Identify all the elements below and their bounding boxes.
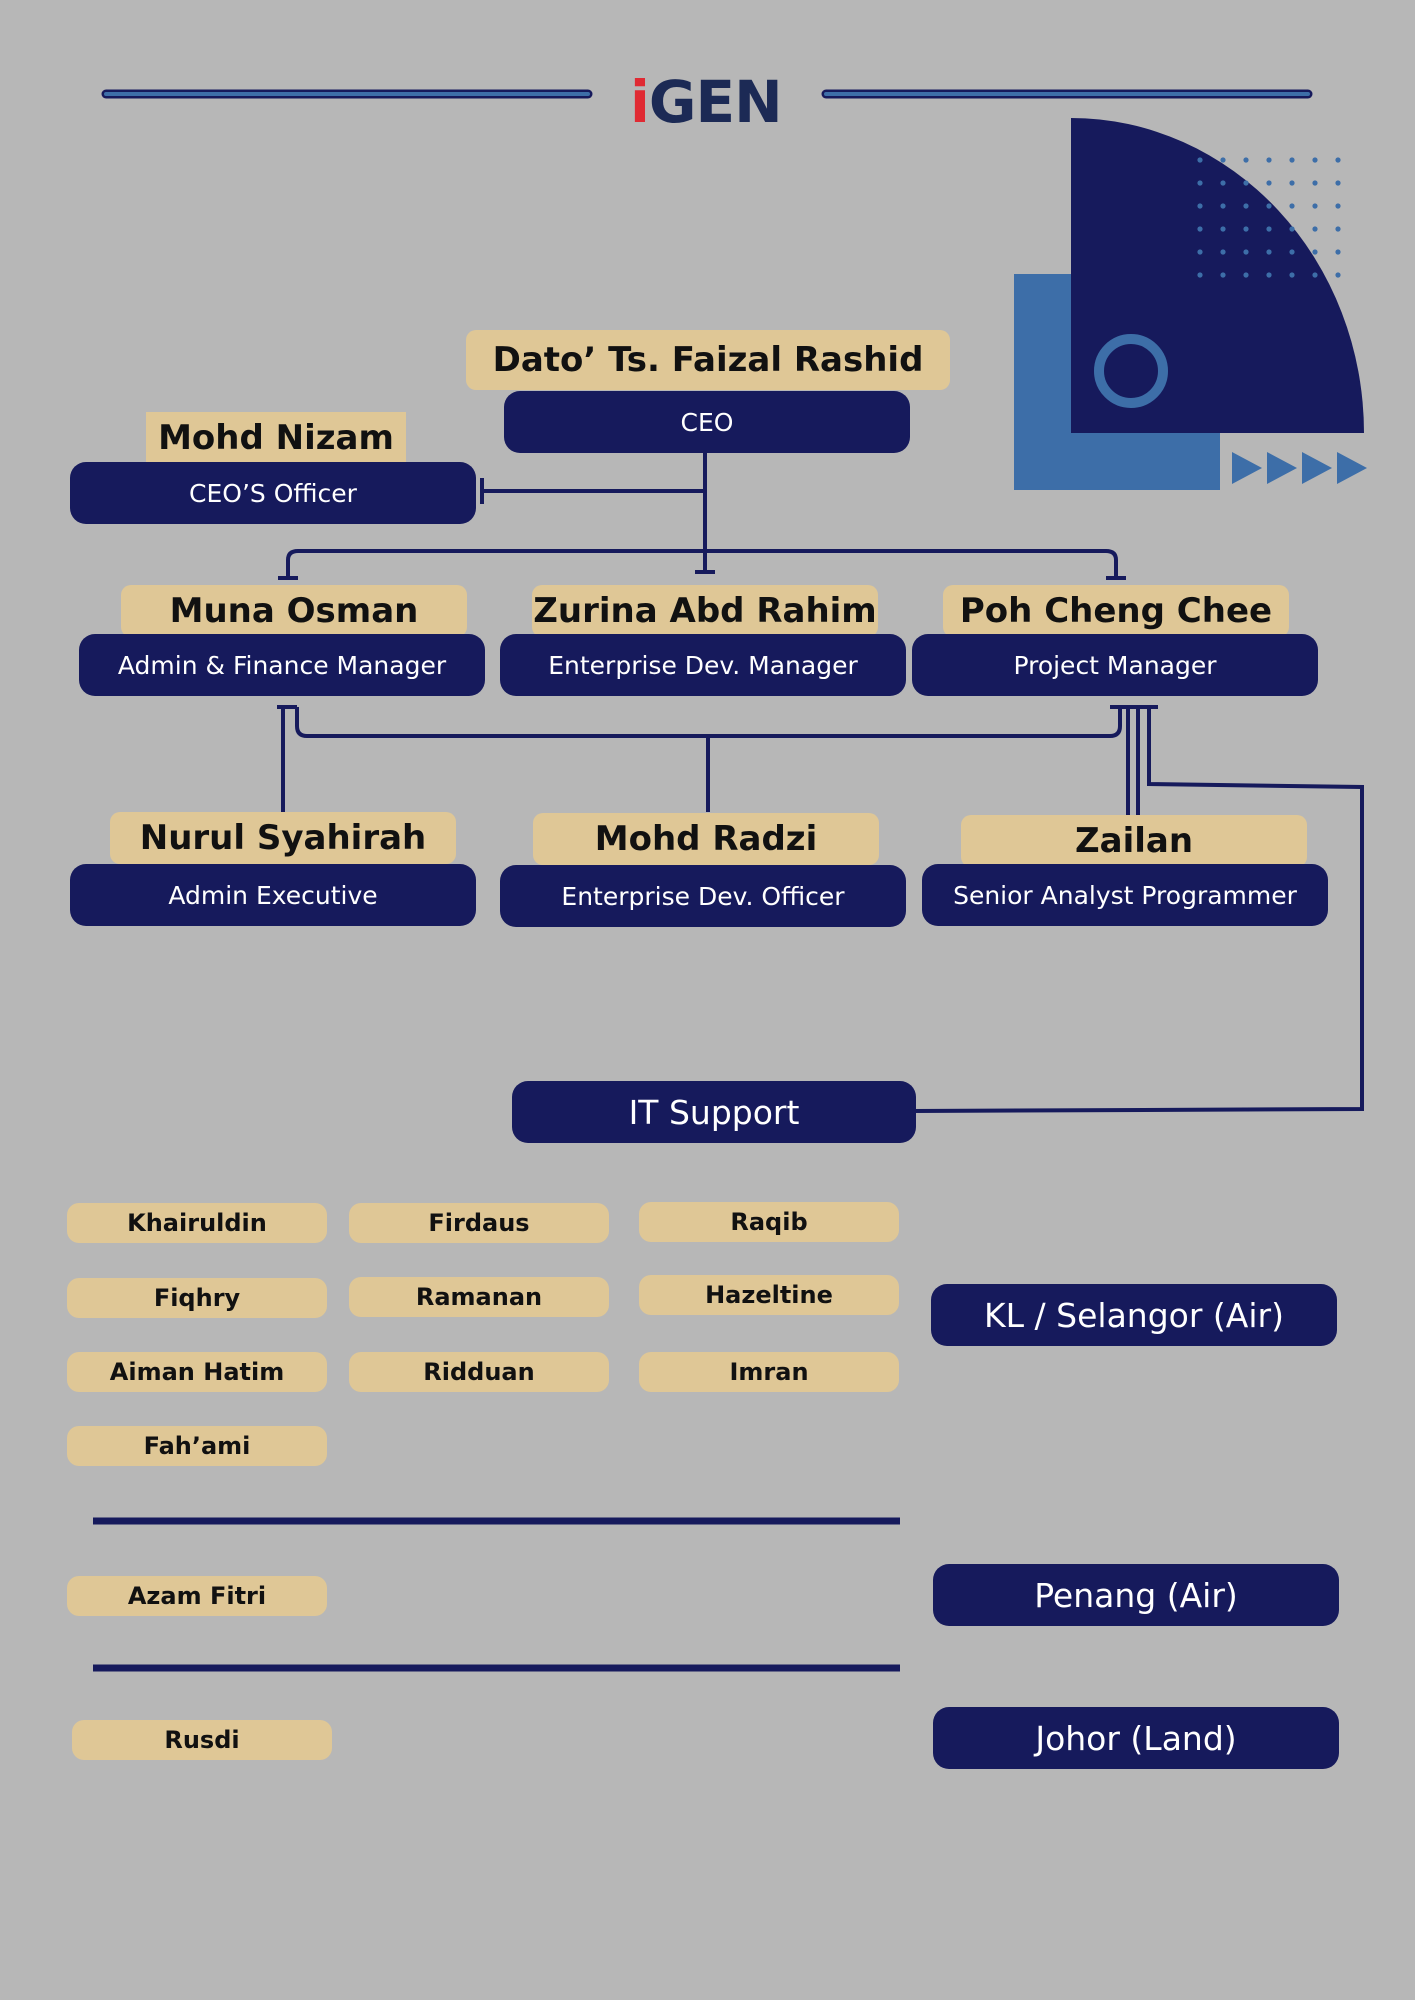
- staff-name: Zailan: [961, 815, 1307, 867]
- decorative-dot: [1312, 203, 1317, 208]
- it-member: Ramanan: [349, 1277, 609, 1317]
- decorative-dot: [1312, 157, 1317, 162]
- ceo-officer-role: CEO’S Officer: [70, 462, 476, 524]
- decorative-dot: [1220, 272, 1225, 277]
- decorative-dot: [1335, 226, 1340, 231]
- decorative-dot: [1289, 226, 1294, 231]
- decorative-dot: [1266, 157, 1271, 162]
- it-member: Rusdi: [72, 1720, 332, 1760]
- company-logo: iGEN: [630, 68, 782, 136]
- decorative-dot: [1243, 272, 1248, 277]
- it-member: Imran: [639, 1352, 899, 1392]
- decorative-dot: [1243, 249, 1248, 254]
- decorative-dot: [1266, 203, 1271, 208]
- it-member: Fah’ami: [67, 1426, 327, 1466]
- staff-name: Nurul Syahirah: [110, 812, 456, 864]
- decorative-dot: [1266, 180, 1271, 185]
- it-member: Ridduan: [349, 1352, 609, 1392]
- decorative-graphic: [1014, 118, 1367, 490]
- staff-role: Senior Analyst Programmer: [922, 864, 1328, 926]
- decorative-dot: [1266, 249, 1271, 254]
- decorative-dot: [1312, 180, 1317, 185]
- manager-name: Muna Osman: [121, 585, 467, 637]
- decorative-dot: [1220, 157, 1225, 162]
- decorative-dot: [1312, 272, 1317, 277]
- decorative-dot: [1289, 203, 1294, 208]
- it-member: Hazeltine: [639, 1275, 899, 1315]
- decorative-dot: [1197, 180, 1202, 185]
- decorative-dot: [1243, 180, 1248, 185]
- decorative-dot: [1197, 157, 1202, 162]
- decorative-dot: [1220, 249, 1225, 254]
- decorative-dot: [1197, 203, 1202, 208]
- ceo-name: Dato’ Ts. Faizal Rashid: [466, 330, 950, 390]
- decorative-dot: [1220, 203, 1225, 208]
- it-member: Fiqhry: [67, 1278, 327, 1318]
- it-member: Firdaus: [349, 1203, 609, 1243]
- decorative-dot: [1266, 272, 1271, 277]
- manager-role: Project Manager: [912, 634, 1318, 696]
- decorative-dot: [1312, 249, 1317, 254]
- decorative-dot: [1220, 226, 1225, 231]
- manager-role: Enterprise Dev. Manager: [500, 634, 906, 696]
- decorative-dot: [1289, 180, 1294, 185]
- decorative-dot: [1335, 180, 1340, 185]
- manager-name: Poh Cheng Chee: [943, 585, 1289, 637]
- decorative-dot: [1243, 203, 1248, 208]
- decorative-dot: [1289, 272, 1294, 277]
- manager-name: Zurina Abd Rahim: [532, 585, 878, 637]
- staff-role: Enterprise Dev. Officer: [500, 865, 906, 927]
- decorative-dot: [1289, 157, 1294, 162]
- it-member: Raqib: [639, 1202, 899, 1242]
- it-member: Azam Fitri: [67, 1576, 327, 1616]
- decorative-dot: [1197, 272, 1202, 277]
- region-label: Penang (Air): [933, 1564, 1339, 1626]
- decorative-dot: [1312, 226, 1317, 231]
- it-support-header: IT Support: [512, 1081, 916, 1143]
- manager-role: Admin & Finance Manager: [79, 634, 485, 696]
- decorative-dot: [1220, 180, 1225, 185]
- region-label: KL / Selangor (Air): [931, 1284, 1337, 1346]
- decorative-dot: [1197, 226, 1202, 231]
- decorative-dot: [1243, 157, 1248, 162]
- it-member: Khairuldin: [67, 1203, 327, 1243]
- region-label: Johor (Land): [933, 1707, 1339, 1769]
- ceo-officer-name: Mohd Nizam: [146, 412, 406, 464]
- ceo-role: CEO: [504, 391, 910, 453]
- decorative-dot: [1266, 226, 1271, 231]
- staff-name: Mohd Radzi: [533, 813, 879, 865]
- decorative-dot: [1243, 226, 1248, 231]
- decorative-dot: [1335, 272, 1340, 277]
- logo-text: GEN: [649, 68, 782, 136]
- decorative-dot: [1335, 157, 1340, 162]
- decorative-dot: [1197, 249, 1202, 254]
- it-member: Aiman Hatim: [67, 1352, 327, 1392]
- decorative-dot: [1289, 249, 1294, 254]
- decorative-dot: [1335, 203, 1340, 208]
- staff-role: Admin Executive: [70, 864, 476, 926]
- decorative-dot: [1335, 249, 1340, 254]
